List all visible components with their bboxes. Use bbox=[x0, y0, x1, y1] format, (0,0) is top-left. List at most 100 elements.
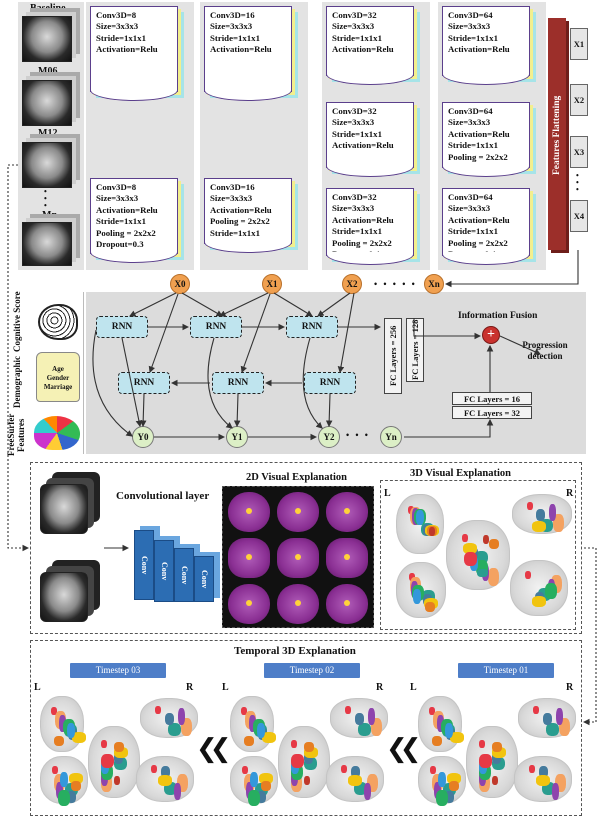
rnn-cell-bottom-2: RNN bbox=[304, 372, 356, 394]
demographic-gender: Gender bbox=[46, 374, 70, 382]
brain-region bbox=[354, 713, 364, 725]
brain-region bbox=[177, 708, 185, 725]
conv-block-1: Conv bbox=[134, 530, 154, 600]
brain-region bbox=[477, 569, 488, 577]
brain-region bbox=[367, 708, 375, 725]
flat-feature-x3: X3 bbox=[570, 136, 588, 168]
brain-region bbox=[291, 754, 304, 769]
brain-region bbox=[527, 502, 533, 510]
brain-region bbox=[553, 514, 564, 532]
brain-region bbox=[180, 718, 192, 736]
fc-layer-32: FC Layers = 32 bbox=[452, 406, 532, 419]
fc-layer-16: FC Layers = 16 bbox=[452, 392, 532, 405]
fc-layer-128: FC Layers = 128 bbox=[406, 318, 424, 382]
brain-region bbox=[164, 713, 174, 725]
brain-region bbox=[114, 752, 123, 765]
conv-block-3: Conv bbox=[174, 548, 194, 602]
brain-scan-baseline bbox=[22, 16, 72, 62]
explanation-frame bbox=[30, 462, 582, 634]
brain-region bbox=[114, 776, 120, 786]
timepoint-dots: • • • bbox=[44, 187, 47, 210]
timepoint-label-m12: M12 bbox=[38, 128, 58, 139]
brain-region bbox=[244, 736, 254, 747]
brain-region bbox=[450, 732, 464, 744]
brain-region bbox=[551, 783, 559, 801]
brain-region bbox=[241, 707, 247, 716]
temporal-right-marker-3: R bbox=[566, 682, 574, 693]
input-xn: Xn bbox=[424, 274, 444, 294]
heatmap-hotspot bbox=[295, 600, 301, 606]
brain-region bbox=[445, 723, 453, 739]
rnn-cell-top-2: RNN bbox=[286, 316, 338, 338]
features-flattening-bar bbox=[548, 18, 566, 250]
heatmap-hotspot bbox=[246, 508, 252, 514]
brain-region bbox=[429, 527, 435, 536]
brain-region bbox=[436, 789, 448, 806]
brain-region bbox=[259, 772, 273, 784]
visual-3d-frame bbox=[380, 480, 576, 630]
brain-region bbox=[357, 723, 371, 736]
rnn-cell-top-0: RNN bbox=[96, 316, 148, 338]
conv-layer-title: Convolutional layer bbox=[116, 490, 210, 502]
brain-region bbox=[344, 706, 351, 714]
brain-region bbox=[532, 706, 539, 714]
brain-region bbox=[101, 754, 114, 769]
brain-region bbox=[249, 715, 256, 733]
flat-feature-x1: X1 bbox=[570, 28, 588, 60]
information-fusion-label: Information Fusion bbox=[458, 311, 538, 321]
brain-region bbox=[101, 740, 107, 749]
flat-feature-x4: X4 bbox=[570, 200, 588, 232]
timestep-03-button: Timestep 03 bbox=[70, 663, 166, 678]
brain-region bbox=[429, 707, 435, 716]
brain-region bbox=[60, 771, 68, 787]
brain-region bbox=[437, 715, 444, 733]
brain-region bbox=[173, 783, 181, 801]
brain-region bbox=[261, 780, 271, 791]
demographic-jar: Age Gender Marriage bbox=[36, 352, 80, 402]
conv-block-4: Conv bbox=[194, 556, 214, 602]
heatmap-hotspot bbox=[344, 600, 350, 606]
output-y0: Y0 bbox=[132, 426, 154, 448]
brain-region bbox=[304, 752, 313, 765]
brain-scan-m12 bbox=[22, 142, 72, 188]
brain-region bbox=[531, 596, 546, 608]
brain-region bbox=[492, 742, 502, 753]
temporal-frame bbox=[30, 640, 582, 816]
fc-layer-256: FC Layers = 256 bbox=[384, 318, 402, 394]
freesurfer-brain-icon bbox=[34, 416, 80, 450]
brain-region bbox=[250, 771, 258, 787]
brain-region bbox=[462, 534, 468, 542]
mri-stack-bottom bbox=[40, 572, 88, 622]
brain-region bbox=[536, 509, 545, 521]
brain-region bbox=[416, 510, 424, 525]
brain-region bbox=[483, 535, 489, 544]
temporal-left-marker-1: L bbox=[34, 682, 41, 693]
input-dots: • • • • • bbox=[374, 279, 417, 289]
visual-3d-right-marker: R bbox=[566, 488, 574, 499]
brain-region bbox=[554, 774, 566, 793]
heatmap-hotspot bbox=[246, 600, 252, 606]
brain-region bbox=[150, 765, 157, 774]
brain-region bbox=[176, 774, 188, 793]
brain-region bbox=[544, 583, 557, 600]
input-x0: X0 bbox=[170, 274, 190, 294]
temporal-right-marker-1: R bbox=[186, 682, 194, 693]
temporal-title: Temporal 3D Explanation bbox=[234, 645, 356, 657]
brain-region bbox=[304, 747, 318, 759]
brain-region bbox=[242, 765, 248, 774]
brain-region bbox=[304, 742, 314, 753]
brain-region bbox=[72, 732, 86, 744]
brain-region bbox=[52, 765, 58, 774]
flat-feature-dots: • • • bbox=[576, 171, 579, 194]
brain-region bbox=[449, 780, 459, 791]
brain-region bbox=[492, 752, 501, 765]
brain-region bbox=[347, 775, 362, 787]
brain-region bbox=[114, 742, 124, 753]
brain-region bbox=[67, 723, 75, 739]
